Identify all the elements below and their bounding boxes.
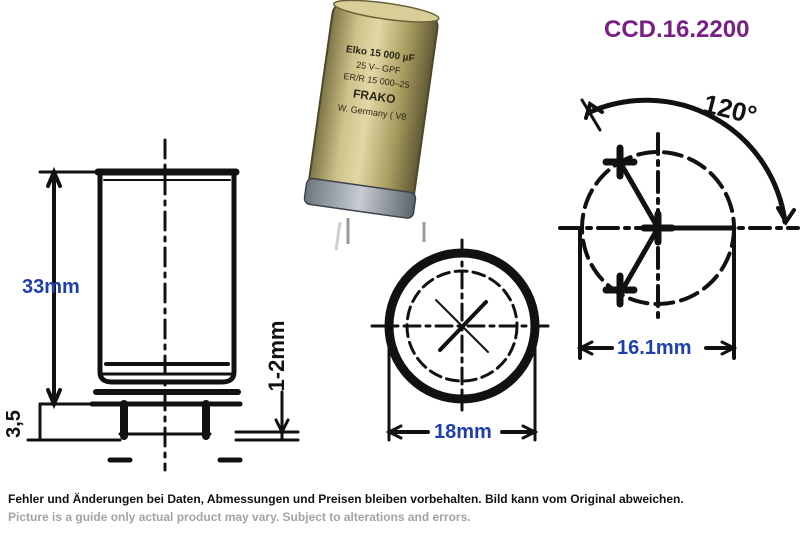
disclaimer-english: Picture is a guide only actual product m… [8,510,471,524]
diameter-dimension-label: 18mm [434,421,492,443]
capacitor-photo: Elko 15 000 µF 25 V– GPF ER/R 15 000–25 … [303,0,440,251]
base-height-label: 3,5 [3,410,25,438]
bottom-view-drawing [370,238,550,442]
part-code: CCD.16.2200 [604,16,750,43]
pin-circle-dimension-label: 16.1mm [617,337,692,359]
angle-label: 120° [700,88,759,130]
disclaimer-german: Fehler und Änderungen bei Daten, Abmessu… [8,492,684,506]
pin-offset-label: 1-2mm [264,321,289,392]
capacitor-brand: FRAKO [352,86,396,106]
height-dimension-label: 33mm [22,276,80,298]
side-view-drawing [26,138,300,472]
pin-layout-drawing [558,97,800,360]
